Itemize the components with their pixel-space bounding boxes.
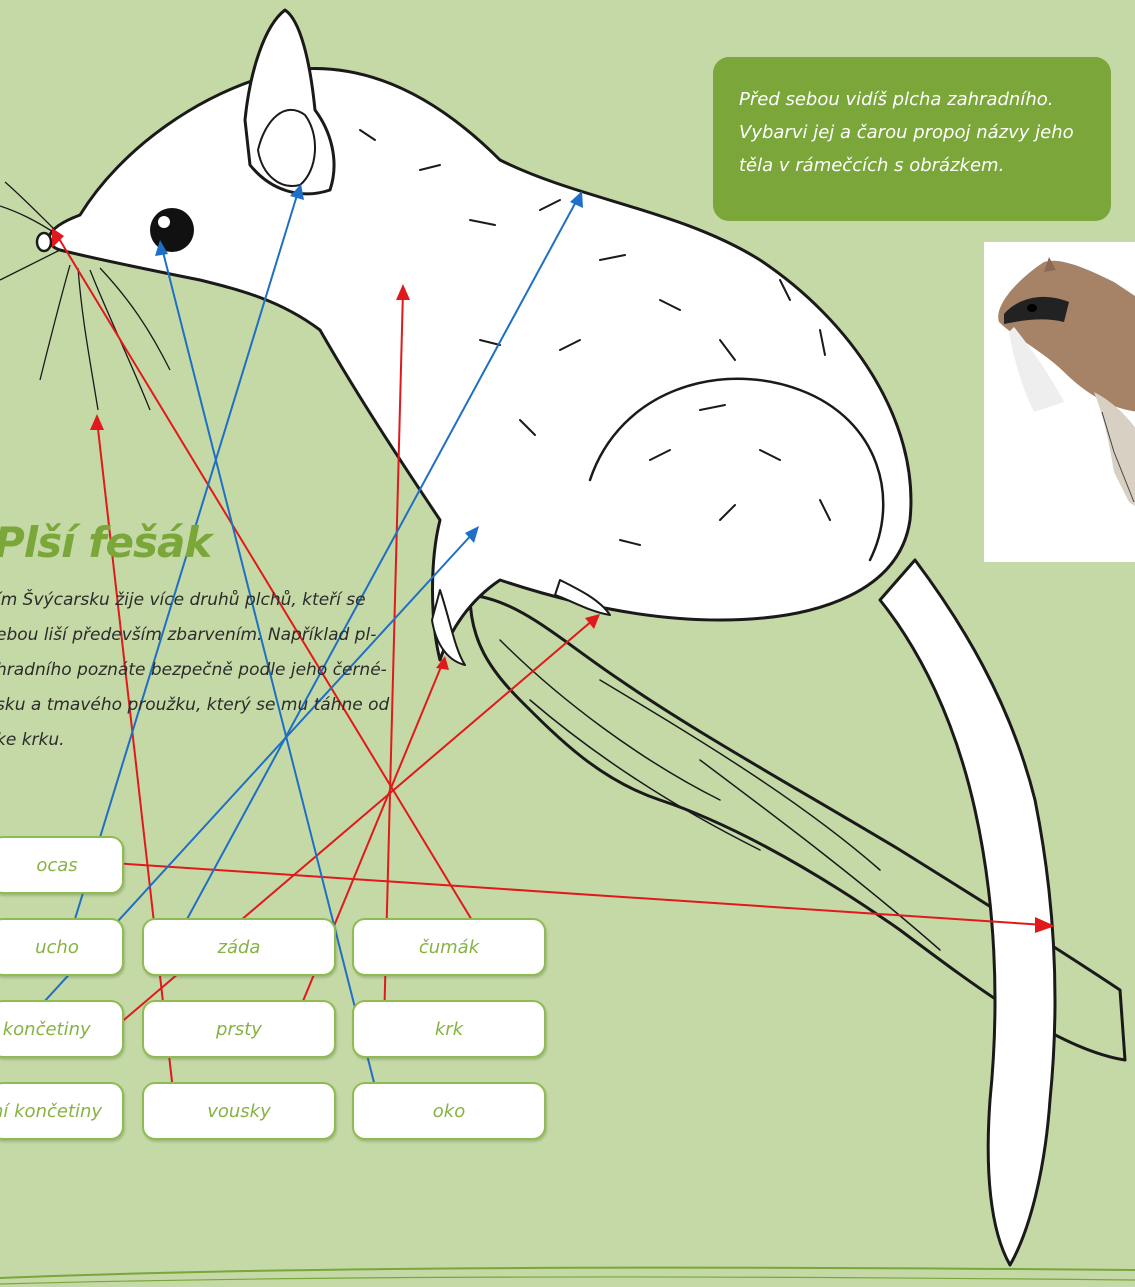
line-ucho bbox=[67, 192, 298, 945]
label-cumak[interactable]: čumák bbox=[352, 918, 546, 976]
intro-paragraph: ím Švýcarsku žije více druhů plchů, kteř… bbox=[0, 583, 406, 758]
paragraph-line: ke krku. bbox=[0, 723, 406, 758]
label-prsty[interactable]: prsty bbox=[142, 1000, 336, 1058]
eye bbox=[150, 208, 194, 252]
instruction-line-3: těla v rámečcích s obrázkem. bbox=[739, 149, 1091, 182]
line-ocas bbox=[97, 862, 1045, 925]
dormouse-photo bbox=[984, 242, 1135, 562]
bottom-divider bbox=[0, 1240, 1135, 1287]
label-ucho[interactable]: ucho bbox=[0, 918, 124, 976]
page-title: Plší fešák bbox=[0, 518, 211, 567]
label-oko[interactable]: oko bbox=[352, 1082, 546, 1140]
instruction-line-1: Před sebou vidíš plcha zahradního. bbox=[739, 83, 1091, 116]
label-vousky[interactable]: vousky bbox=[142, 1082, 336, 1140]
instruction-box: Před sebou vidíš plcha zahradního. Vybar… bbox=[713, 57, 1111, 221]
paragraph-line: sku a tmavého proužku, který se mu táhne… bbox=[0, 688, 406, 723]
label-koncetiny-a[interactable]: í končetiny bbox=[0, 1000, 124, 1058]
label-krk[interactable]: krk bbox=[352, 1000, 546, 1058]
tail bbox=[880, 560, 1055, 1265]
paragraph-line: ím Švýcarsku žije více druhů plchů, kteř… bbox=[0, 583, 406, 618]
instruction-line-2: Vybarvi jej a čarou propoj názvy jeho bbox=[739, 116, 1091, 149]
reference-photo bbox=[984, 242, 1135, 562]
label-ocas[interactable]: ocas bbox=[0, 836, 124, 894]
paragraph-line: ebou liší především zbarvením. Například… bbox=[0, 618, 406, 653]
paragraph-line: hradního poznáte bezpečně podle jeho čer… bbox=[0, 653, 406, 688]
label-koncetiny-b[interactable]: ní končetiny bbox=[0, 1082, 124, 1140]
label-zada[interactable]: záda bbox=[142, 918, 336, 976]
